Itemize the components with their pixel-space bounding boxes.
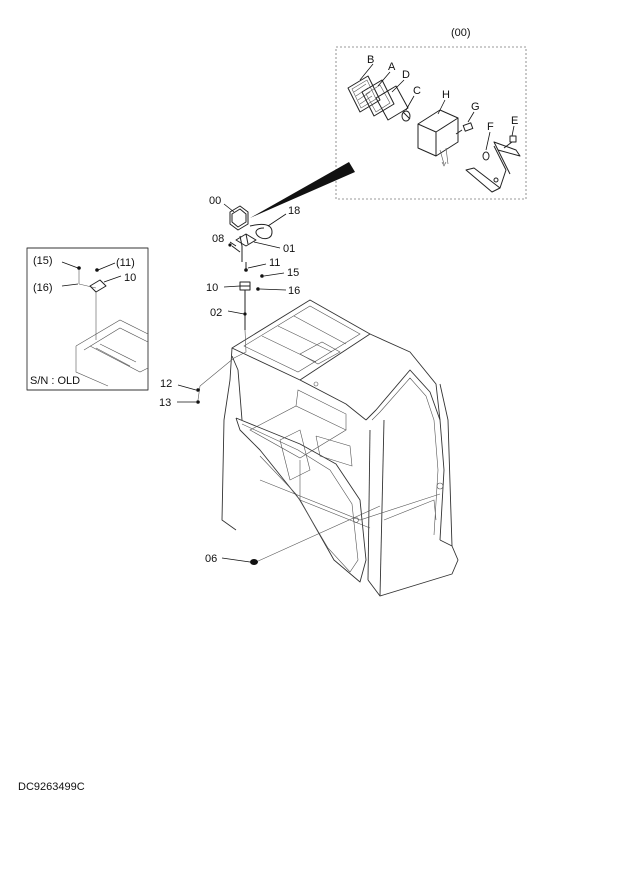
- inset-callout-10: 10: [124, 272, 136, 284]
- callout-01: 01: [283, 243, 295, 255]
- clip-12: [196, 388, 200, 392]
- callout-E: E: [511, 115, 518, 127]
- lamp-bolt: [455, 122, 474, 135]
- callout-16: 16: [288, 285, 300, 297]
- callout-11: 11: [269, 257, 280, 269]
- callout-assembly: (00): [451, 27, 471, 39]
- lamp-gasket: [375, 85, 409, 121]
- lamp-mount-parts: 00 18 08 01 11 15 10 16 02: [206, 195, 300, 330]
- lamp-assembly-detail: (00): [250, 27, 527, 218]
- callout-B: B: [367, 54, 374, 66]
- lamp-bracket: [465, 135, 521, 193]
- drawing-code: DC9263499C: [18, 781, 85, 793]
- work-lamp: [229, 205, 249, 231]
- inset-callout-15: (15): [33, 255, 53, 267]
- callout-10: 10: [206, 282, 218, 294]
- inset-frame: [26, 247, 149, 391]
- inset-callout-11: (11): [116, 257, 135, 269]
- cable-route: 12 13 06: [159, 329, 381, 565]
- inset-note: S/N : OLD: [30, 375, 80, 387]
- washer-16: [256, 287, 260, 291]
- callout-18: 18: [288, 205, 300, 217]
- screw-15: [260, 274, 264, 278]
- lamp-bulb: [401, 110, 411, 122]
- inset-clamp-10: [89, 279, 107, 293]
- callout-15: 15: [287, 267, 299, 279]
- inset-screw-15: [77, 266, 81, 270]
- callout-00: 00: [209, 195, 221, 207]
- old-serial-inset: (15) (11) 10 (16) S/N : OLD: [26, 247, 149, 391]
- mount-bolt: [228, 243, 241, 253]
- inset-screw-11: [95, 268, 99, 272]
- lamp-lens-frame: [347, 75, 381, 113]
- callout-G: G: [471, 101, 480, 113]
- callout-C: C: [413, 85, 421, 97]
- lamp-washer: [482, 151, 490, 161]
- inset-callout-16: (16): [33, 282, 53, 294]
- callout-A: A: [388, 61, 396, 73]
- callout-12: 12: [160, 378, 172, 390]
- callout-F: F: [487, 121, 494, 133]
- lamp-housing: [417, 109, 459, 167]
- callout-D: D: [402, 69, 410, 81]
- callout-02: 02: [210, 307, 222, 319]
- cab-frame: [221, 299, 459, 597]
- callout-H: H: [442, 89, 450, 101]
- mount-clamp: [239, 281, 251, 291]
- detail-pointer: [250, 162, 355, 218]
- callout-06: 06: [205, 553, 217, 565]
- lamp-mount-bracket: [235, 233, 257, 262]
- assembly-detail-frame: [335, 46, 527, 200]
- callout-13: 13: [159, 397, 171, 409]
- grommet-06: [250, 559, 258, 565]
- clip-13: [196, 400, 200, 404]
- lamp-cable: [249, 223, 273, 240]
- callout-08: 08: [212, 233, 224, 245]
- lamp-lens: [361, 79, 395, 117]
